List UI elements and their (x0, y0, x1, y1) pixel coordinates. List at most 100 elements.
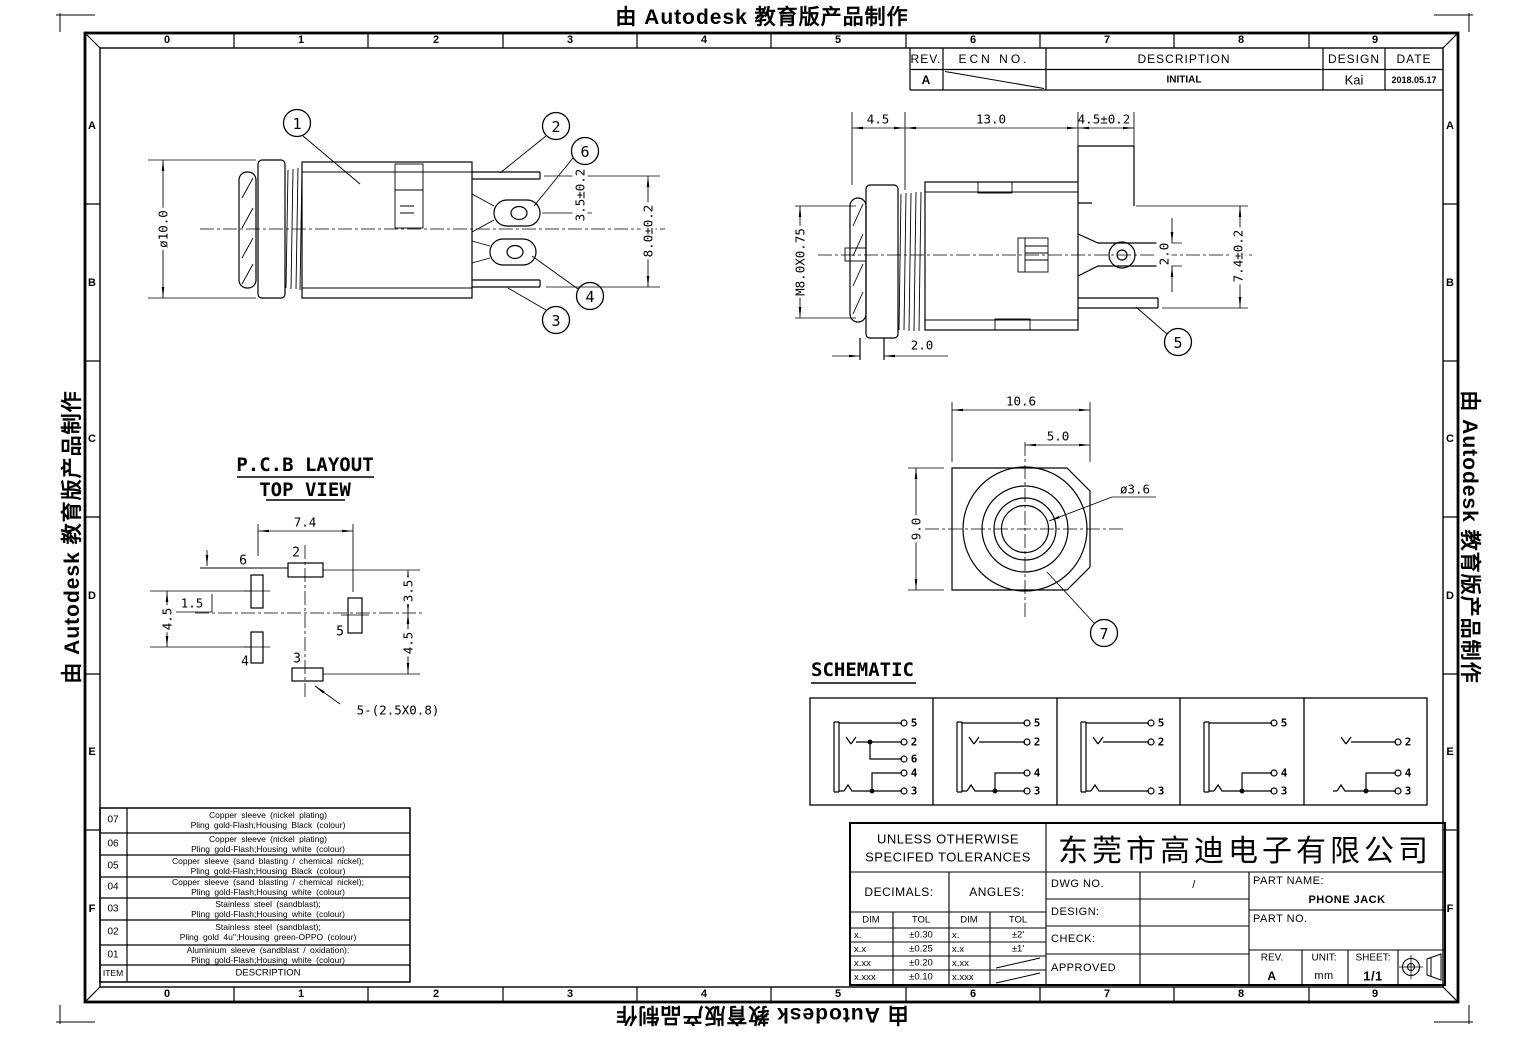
frame-row-label: A (1446, 120, 1454, 132)
item-desc-line2: Pling gold-Flash;Housing Black (colour) (190, 866, 346, 876)
dim-pcb-right-4-5: 4.5 (400, 629, 416, 657)
dec-dim-3: x.xx (854, 958, 871, 969)
dim-diameter-10: ø10.0 (155, 208, 171, 250)
item-description: Copper sleeve (nickel plating)Pling gold… (128, 834, 408, 854)
item-desc-line1: Copper sleeve (sand blasting / chemical … (171, 877, 364, 887)
frame-row-label: F (1446, 903, 1454, 915)
watermark-bottom: 由 Autodesk 教育版产品制作 (615, 1003, 909, 1026)
frame-col-label: 6 (969, 988, 977, 1000)
revision-header-rev: REV. (910, 52, 942, 66)
schematic-terminal: 3 (910, 784, 918, 798)
item-desc-line1: Copper sleeve (sand blasting / chemical … (171, 856, 364, 866)
frame-col-label: 2 (432, 988, 440, 1000)
frame-col-label: 4 (700, 988, 708, 1000)
schematic-terminal: 4 (1033, 766, 1041, 780)
watermark-top: 由 Autodesk 教育版产品制作 (615, 6, 909, 29)
schematic-terminal: 2 (1404, 735, 1412, 749)
item-description: Copper sleeve (sand blasting / chemical … (128, 856, 408, 876)
tolerance-note-line2: SPECIFED TOLERANCES (865, 849, 1031, 865)
item-desc-line1: Stainless steel (sandblast); (215, 899, 321, 909)
frame-col-label: 2 (432, 34, 440, 46)
schematic-terminal: 3 (1280, 784, 1288, 798)
pad-label-5: 5 (336, 624, 344, 640)
dim-10-6: 10.6 (1005, 393, 1037, 409)
item-desc-line1: Aluminium sleeve (sandblast / oxidation)… (186, 945, 350, 955)
revision-header-date: DATE (1396, 52, 1432, 66)
schematic-title: SCHEMATIC (811, 659, 914, 681)
pcb-layout-title: P.C.B LAYOUT (236, 454, 374, 476)
frame-row-label: D (88, 590, 96, 602)
balloon-7: 7 (1099, 625, 1109, 643)
dim-col-header: DIM (960, 914, 978, 926)
revision-header-ecn: ECN NO. (958, 52, 1030, 66)
tolerance-note-line1: UNLESS OTHERWISE (876, 831, 1020, 847)
angles-header: ANGLES: (969, 885, 1025, 899)
item-table-header-description: DESCRIPTION (235, 967, 301, 979)
schematic-terminal: 6 (910, 752, 918, 766)
part-name-value: PHONE JACK (1308, 894, 1386, 906)
frame-col-label: 6 (969, 34, 977, 46)
dec-dim-1: x. (854, 930, 862, 941)
dim-pcb-7-4: 7.4 (293, 514, 317, 530)
dim-pcb-1-5: 1.5 (180, 595, 204, 611)
frame-col-label: 8 (1237, 988, 1245, 1000)
unit-value: mm (1314, 970, 1334, 982)
item-desc-line2: Pling gold-Flash;Housing white (colour) (191, 909, 345, 919)
schematic-terminal: 4 (1280, 766, 1288, 780)
frame-row-label: E (1446, 746, 1454, 758)
watermark-left: 由 Autodesk 教育版产品制作 (61, 390, 84, 684)
dec-tol-4: ±0.10 (909, 971, 933, 983)
tol-col-header: TOL (1008, 914, 1028, 926)
dim-pcb-right-3-5: 3.5 (400, 577, 416, 605)
frame-col-label: 1 (297, 34, 305, 46)
frame-col-label: 9 (1371, 988, 1379, 1000)
design-label: DESIGN: (1051, 906, 1100, 918)
ang-dim-2: x.x (952, 944, 965, 955)
frame-row-label: F (88, 903, 96, 915)
schematic-terminal: 2 (1157, 735, 1165, 749)
revision-value-date: 2018.05.17 (1391, 75, 1437, 85)
dec-tol-1: ±0.30 (909, 929, 933, 941)
frame-row-label: D (1446, 590, 1454, 602)
item-description: Copper sleeve (sand blasting / chemical … (128, 877, 408, 897)
schematic-terminal: 4 (910, 766, 918, 780)
dwg-no-label: DWG NO. (1051, 878, 1104, 890)
frame-row-label: E (88, 746, 96, 758)
schematic-terminal: 5 (910, 716, 918, 730)
pad-label-6: 6 (239, 553, 247, 569)
pad-label-4: 4 (241, 654, 249, 670)
schematic-terminal: 3 (1033, 784, 1041, 798)
item-description: Stainless steel (sandblast);Pling gold-F… (128, 899, 408, 919)
top-view-linework (795, 112, 1255, 360)
revision-header-design: DESIGN (1327, 52, 1381, 66)
item-desc-line2: Pling gold-Flash;Housing Black (colour) (190, 820, 346, 830)
schematic-terminal: 5 (1280, 716, 1288, 730)
dim-9-0: 9.0 (908, 515, 924, 543)
item-table-header-item: ITEM (102, 968, 124, 978)
ang-tol-2: ±1' (1011, 943, 1025, 955)
schematic-linework (809, 682, 1428, 806)
check-label: CHECK: (1051, 933, 1096, 945)
frame-col-label: 3 (566, 34, 574, 46)
dec-dim-2: x.x (854, 944, 867, 955)
balloon-4: 4 (585, 288, 595, 306)
item-desc-line2: Pling gold-Flash;Housing white (colour) (191, 887, 345, 897)
dim-shaft-2-0: 2.0 (910, 337, 934, 353)
frame-row-label: C (88, 433, 96, 445)
part-name-label: PART NAME: (1253, 875, 1325, 887)
item-number: 07 (107, 814, 119, 826)
frame-col-label: 7 (1103, 34, 1111, 46)
pad-label-2: 2 (292, 545, 300, 561)
frame-row-label: A (88, 120, 96, 132)
decimals-header: DECIMALS: (864, 885, 934, 899)
frame-col-label: 5 (834, 34, 842, 46)
rev-value: A (1267, 969, 1277, 983)
sheet-label: SHEET: (1355, 952, 1391, 964)
item-desc-line2: Pling gold-Flash;Housing white (colour) (191, 844, 345, 854)
frame-row-label: B (1446, 277, 1454, 289)
balloon-6: 6 (580, 143, 590, 161)
item-number: 01 (107, 949, 119, 961)
frame-col-label: 7 (1103, 988, 1111, 1000)
item-description: Copper sleeve (nickel plating)Pling gold… (128, 810, 408, 830)
